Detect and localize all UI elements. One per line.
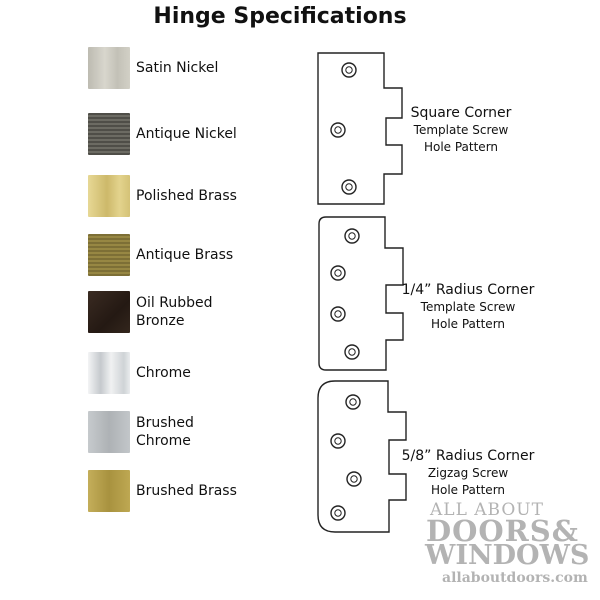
swatch-brushed-brass (88, 470, 130, 512)
finish-label: Brushed Brass (136, 483, 237, 499)
plate-desc-line1: 5/8” Radius Corner (401, 448, 535, 464)
screw-hole (341, 62, 357, 78)
finish-brushed-chrome: Brushed Chrome (88, 410, 246, 454)
finish-brushed-brass: Brushed Brass (88, 469, 237, 513)
plate-desc-line2: Template Screw (420, 300, 516, 314)
finish-antique-nickel: Antique Nickel (88, 112, 237, 156)
watermark-url: allaboutdoors.com (442, 570, 588, 586)
watermark-line2: DOORS& (426, 514, 579, 548)
finish-satin-nickel: Satin Nickel (88, 46, 218, 90)
plate-desc-line2: Zigzag Screw (427, 466, 509, 480)
finish-label: Antique Brass (136, 247, 234, 263)
screw-hole (345, 394, 361, 410)
swatch-oil-rubbed-bronze (88, 291, 130, 333)
screw-hole (330, 306, 346, 322)
screw-hole (341, 179, 357, 195)
screw-hole (330, 433, 346, 449)
finish-label: Antique Nickel (136, 126, 237, 142)
swatch-antique-nickel (88, 113, 130, 155)
plate-desc-quarter-radius: 1/4” Radius Corner Template Screw Hole P… (400, 281, 536, 333)
plate-desc-line1: Square Corner (410, 105, 512, 121)
screw-hole (344, 228, 360, 244)
screw-hole (330, 265, 346, 281)
plate-square-corner-outline (317, 52, 403, 205)
swatch-satin-nickel (88, 47, 130, 89)
finish-label: Chrome (136, 365, 191, 381)
plate-desc-line1: 1/4” Radius Corner (401, 282, 535, 298)
plate-five-eighths-radius-outline (317, 380, 407, 533)
watermark-line3: WINDOWS (425, 540, 590, 571)
plate-desc-line2: Template Screw (413, 123, 509, 137)
swatch-brushed-chrome (88, 411, 130, 453)
swatch-chrome (88, 352, 130, 394)
finish-chrome: Chrome (88, 351, 191, 395)
swatch-polished-brass (88, 175, 130, 217)
screw-hole (330, 505, 346, 521)
plate-quarter-radius-outline (318, 216, 404, 371)
screw-hole (344, 344, 360, 360)
swatch-antique-brass (88, 234, 130, 276)
page-title: Hinge Specifications (153, 4, 407, 29)
plate-desc-square-corner: Square Corner Template Screw Hole Patter… (402, 104, 520, 156)
finish-label: Polished Brass (136, 188, 237, 204)
finish-antique-brass: Antique Brass (88, 233, 233, 277)
plate-desc-line3: Hole Pattern (430, 483, 506, 497)
plate-desc-five-eighths-radius: 5/8” Radius Corner Zigzag Screw Hole Pat… (400, 447, 536, 499)
plate-desc-line3: Hole Pattern (430, 317, 506, 331)
finish-polished-brass: Polished Brass (88, 174, 237, 218)
screw-hole (346, 471, 362, 487)
finish-label: Brushed Chrome (136, 415, 194, 449)
finish-label: Oil Rubbed Bronze (136, 295, 213, 329)
screw-hole (330, 122, 346, 138)
watermark-line1: ALL ABOUT (430, 500, 544, 520)
finish-oil-rubbed-bronze: Oil Rubbed Bronze (88, 290, 246, 334)
finish-label: Satin Nickel (136, 60, 219, 76)
plate-desc-line3: Hole Pattern (423, 140, 499, 154)
